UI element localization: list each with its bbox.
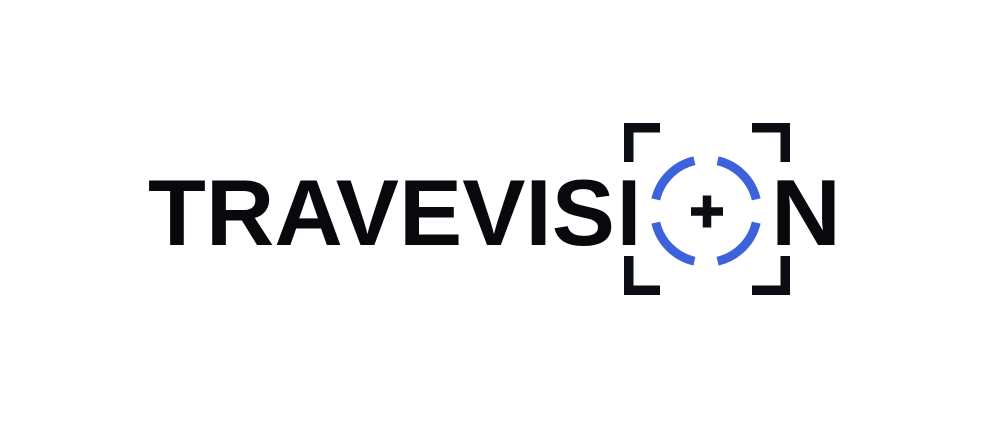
reticle-arc-bottom-right <box>716 221 761 266</box>
reticle-arc-top-right <box>716 156 761 201</box>
crosshair-plus-icon <box>691 195 723 228</box>
reticle-arc-bottom-left <box>651 221 696 266</box>
bracket-bottom-right <box>752 256 790 295</box>
reticle-arc-top-left <box>651 156 696 201</box>
wordmark-letter-i-stem: I <box>617 160 641 265</box>
corner-brackets-icon <box>624 123 790 295</box>
bracket-top-right <box>752 123 790 162</box>
bracket-bottom-left <box>624 256 660 295</box>
wordmark-left-segment: TRAVEVIS <box>148 160 615 265</box>
focus-reticle-icon <box>624 123 790 295</box>
reticle-arcs-icon <box>651 156 761 266</box>
bracket-top-left <box>624 123 660 162</box>
wordmark-letter-n: N <box>771 160 841 265</box>
